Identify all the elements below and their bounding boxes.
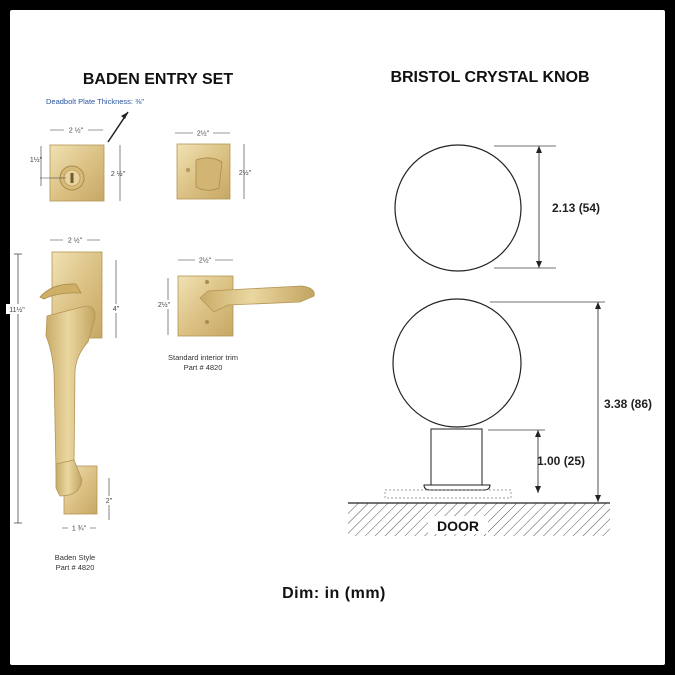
thumbturn-width: 2½" xyxy=(197,130,210,138)
knob-front-circle xyxy=(394,144,522,272)
knob-projection: 3.38 (86) xyxy=(604,397,652,411)
grip-caption-style: Baden Style xyxy=(55,553,95,562)
interior-trim: 2½" 2½" Standard interior trim Part # 48… xyxy=(154,256,315,372)
deadbolt-height: 2 ½" xyxy=(111,170,126,178)
grip-bar xyxy=(45,305,96,471)
grip-caption-part: Part # 4820 xyxy=(56,563,95,572)
drawing-frame xyxy=(10,10,665,665)
rose-height: 1.00 (25) xyxy=(537,454,585,468)
interior-caption-part: Part # 4820 xyxy=(184,363,223,372)
thumbturn-height: 2½" xyxy=(239,169,252,177)
grip-handle: 2 ½" 11½" 4" 2" 1 ¾" Baden Style Part # … xyxy=(6,236,123,572)
knob-shank xyxy=(430,428,483,486)
grip-length: 11½" xyxy=(9,306,25,314)
dimension-units-note: Dim: in (mm) xyxy=(282,585,386,602)
interior-width: 2½" xyxy=(199,257,212,265)
thumbturn-icon xyxy=(195,157,223,191)
door-label: DOOR xyxy=(437,518,479,534)
grip-upper: 4" xyxy=(113,306,120,313)
knob-front-view: 2.13 (54) xyxy=(394,144,600,272)
interior-height: 2½" xyxy=(158,301,171,309)
left-title: BADEN ENTRY SET xyxy=(83,71,233,88)
thumbturn-interior: 2½" 2½" xyxy=(175,129,252,200)
right-title: BRISTOL CRYSTAL KNOB xyxy=(390,69,589,86)
grip-lower: 2" xyxy=(106,498,113,505)
deadbolt-width: 2 ½" xyxy=(69,127,84,135)
thumb-lever xyxy=(39,283,82,300)
deadbolt-exterior: Deadbolt Plate Thickness: ⅜" 2 ½" 1½" 2 … xyxy=(30,97,144,202)
knob-side-view: 3.38 (86) 1.00 (25) DOOR xyxy=(348,298,652,536)
grip-width: 2 ½" xyxy=(68,237,83,245)
deadbolt-center: 1½" xyxy=(30,156,43,164)
knob-side-circle xyxy=(392,298,522,428)
lever-handle xyxy=(199,285,315,313)
knob-diameter: 2.13 (54) xyxy=(552,201,600,215)
grip-bottom-width: 1 ¾" xyxy=(72,526,87,533)
deadbolt-thickness-note: Deadbolt Plate Thickness: ⅜" xyxy=(46,97,144,106)
knob-rose xyxy=(384,489,512,499)
interior-caption: Standard interior trim xyxy=(168,353,238,362)
